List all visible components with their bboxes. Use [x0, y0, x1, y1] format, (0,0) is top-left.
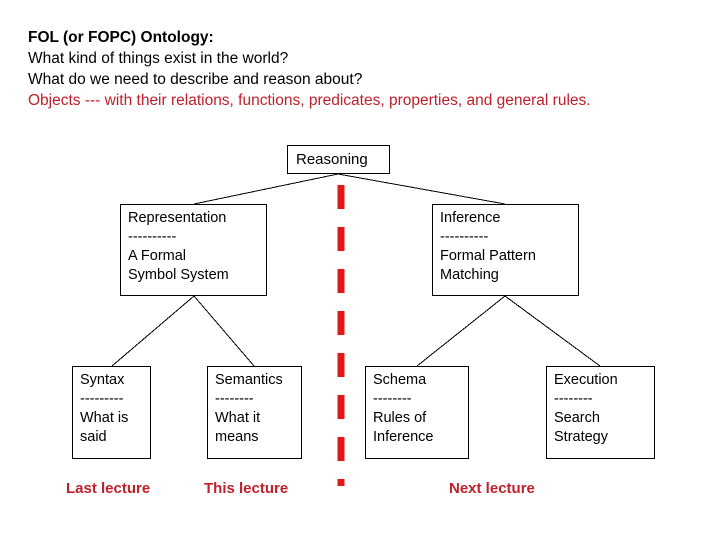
node-syntax-title: Syntax [80, 372, 125, 388]
caption-this-lecture: This lecture [204, 480, 289, 497]
node-syntax-body-2: said [80, 429, 107, 445]
node-representation[interactable]: Representation ---------- A Formal Symbo… [120, 204, 267, 296]
node-execution-body-1: Search [554, 410, 600, 426]
edge-representation-to-semantics [193, 295, 255, 367]
caption-next-lecture: Next lecture [449, 480, 535, 497]
node-schema-title: Schema [373, 372, 427, 388]
node-semantics-separator: -------- [215, 391, 254, 407]
node-schema[interactable]: Schema -------- Rules of Inference [365, 366, 469, 459]
node-representation-body-1: A Formal [128, 248, 187, 264]
edge-reasoning-to-representation [193, 173, 339, 205]
caption-last-lecture: Last lecture [66, 480, 151, 497]
header-line-question-1: What kind of things exist in the world? [28, 50, 289, 67]
node-semantics-title: Semantics [215, 372, 283, 388]
node-execution-separator: -------- [554, 391, 593, 407]
node-execution-body-2: Strategy [554, 429, 608, 445]
node-inference-body-1: Formal Pattern [440, 248, 536, 264]
node-semantics-body-1: What it [215, 410, 261, 426]
node-syntax-body-1: What is [80, 410, 129, 426]
node-representation-separator: ---------- [128, 229, 177, 245]
node-syntax[interactable]: Syntax --------- What is said [72, 366, 151, 459]
header-line-title: FOL (or FOPC) Ontology: [28, 29, 214, 46]
edge-inference-to-schema [416, 295, 506, 367]
node-reasoning[interactable]: Reasoning [287, 145, 390, 174]
edge-reasoning-to-inference [337, 173, 506, 205]
node-schema-separator: -------- [373, 391, 412, 407]
node-representation-title: Representation [128, 210, 227, 226]
node-execution[interactable]: Execution -------- Search Strategy [546, 366, 655, 459]
node-inference[interactable]: Inference ---------- Formal Pattern Matc… [432, 204, 579, 296]
node-inference-body-2: Matching [440, 267, 499, 283]
header-text-block: FOL (or FOPC) Ontology: What kind of thi… [28, 27, 698, 111]
node-semantics-body-2: means [215, 429, 259, 445]
node-execution-title: Execution [554, 372, 618, 388]
node-schema-body-1: Rules of [373, 410, 427, 426]
node-inference-separator: ---------- [440, 229, 489, 245]
header-line-question-2: What do we need to describe and reason a… [28, 71, 363, 88]
node-representation-body-2: Symbol System [128, 267, 229, 283]
edge-inference-to-execution [504, 295, 601, 367]
header-line-answer: Objects --- with their relations, functi… [28, 92, 591, 109]
node-inference-title: Inference [440, 210, 501, 226]
node-syntax-separator: --------- [80, 391, 124, 407]
node-semantics[interactable]: Semantics -------- What it means [207, 366, 302, 459]
node-schema-body-2: Inference [373, 429, 434, 445]
node-reasoning-title: Reasoning [296, 151, 368, 168]
edge-representation-to-syntax [111, 295, 195, 367]
